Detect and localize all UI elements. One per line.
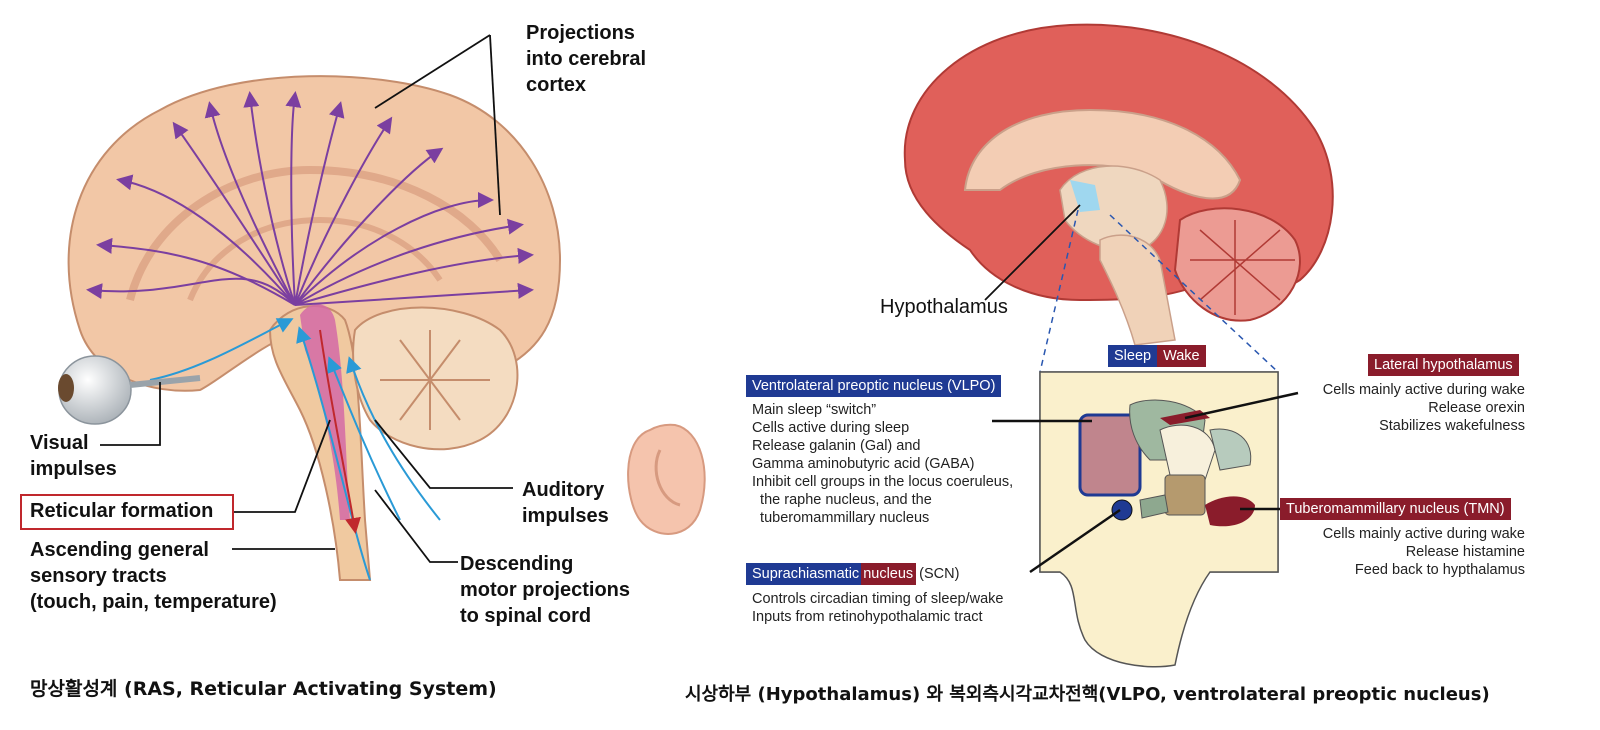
scn-title-part-2: nucleus [861, 563, 917, 585]
ascending-line-1: Ascending general [30, 539, 209, 561]
visual-impulses-label: Visual impulses [30, 430, 117, 482]
tmn-title: Tuberomammillary nucleus (TMN) [1280, 498, 1511, 520]
lateral-line-3: Stabilizes wakefulness [1379, 418, 1525, 434]
vlpo-line-5: Inhibit cell groups in the locus coerule… [752, 474, 1014, 490]
descending-line-2: motor projections [460, 579, 631, 601]
tmn-line-3: Feed back to hypthalamus [1354, 562, 1525, 578]
hypothalamus-zoom-box [992, 371, 1299, 668]
legend-wake: Wake [1157, 345, 1206, 367]
left-caption: 망상활성계 (RAS, Reticular Activating System) [30, 678, 497, 700]
lateral-line-1: Cells mainly active during wake [1322, 382, 1525, 398]
descending-line-3: to spinal cord [460, 605, 592, 627]
vlpo-line-4: Gamma aminobutyric acid (GABA) [752, 456, 975, 472]
vlpo-line-6: the raphe nucleus, and the [752, 492, 932, 508]
hypothalamus-label: Hypothalamus [880, 296, 1008, 318]
visual-line-1: Visual [30, 432, 89, 454]
ascending-line-2: sensory tracts [30, 565, 167, 587]
left-brain-illustration [58, 34, 706, 581]
scn-title-part-3: (SCN) [919, 566, 960, 582]
reticular-formation-box [20, 494, 234, 530]
lateral-hypothalamus-description: Cells mainly active during wake Release … [1323, 381, 1525, 435]
reticular-formation-label: Reticular formation [30, 500, 214, 522]
vlpo-title: Ventrolateral preoptic nucleus (VLPO) [746, 375, 1002, 397]
vlpo-description: Main sleep “switch” Cells active during … [752, 401, 1013, 527]
scn-title-part-1: Suprachiasmatic [746, 563, 862, 585]
descending-motor-label: Descending motor projections to spinal c… [460, 551, 630, 629]
descending-line-1: Descending [460, 553, 574, 575]
sleep-wake-legend: Sleep Wake [1108, 345, 1206, 367]
auditory-impulses-label: Auditory impulses [522, 477, 609, 529]
ascending-line-3: (touch, pain, temperature) [30, 591, 277, 613]
projections-line-3: cortex [526, 74, 587, 96]
vlpo-line-1: Main sleep “switch” [752, 402, 877, 418]
right-caption: 시상하부 (Hypothalamus) 와 복외측시각교차전핵(VLPO, ve… [685, 684, 1490, 705]
visual-line-2: impulses [30, 458, 117, 480]
tmn-line-1: Cells mainly active during wake [1322, 526, 1525, 542]
vlpo-line-3: Release galanin (Gal) and [752, 438, 921, 454]
lateral-hypothalamus-title: Lateral hypothalamus [1368, 354, 1519, 376]
vlpo-line-7: tuberomammillary nucleus [752, 510, 930, 526]
auditory-line-2: impulses [522, 505, 609, 527]
scn-title: Suprachiasmatic nucleus (SCN) [746, 563, 959, 585]
ear-illustration [627, 423, 706, 535]
projections-line-1: Projections [526, 22, 635, 44]
vlpo-line-2: Cells active during sleep [752, 420, 910, 436]
legend-sleep: Sleep [1108, 345, 1158, 367]
scn-line-1: Controls circadian timing of sleep/wake [752, 591, 1004, 607]
auditory-line-1: Auditory [522, 479, 605, 501]
scn-description: Controls circadian timing of sleep/wake … [752, 590, 1003, 626]
scn-line-2: Inputs from retinohypothalamic tract [752, 609, 983, 625]
right-brain-illustration [903, 23, 1334, 373]
projections-line-2: into cerebral [526, 48, 647, 70]
tmn-description: Cells mainly active during wake Release … [1323, 525, 1525, 579]
projections-label: Projections into cerebral cortex [526, 20, 646, 98]
lateral-line-2: Release orexin [1428, 400, 1525, 416]
tmn-line-2: Release histamine [1405, 544, 1525, 560]
ascending-tracts-label: Ascending general sensory tracts (touch,… [30, 537, 277, 615]
